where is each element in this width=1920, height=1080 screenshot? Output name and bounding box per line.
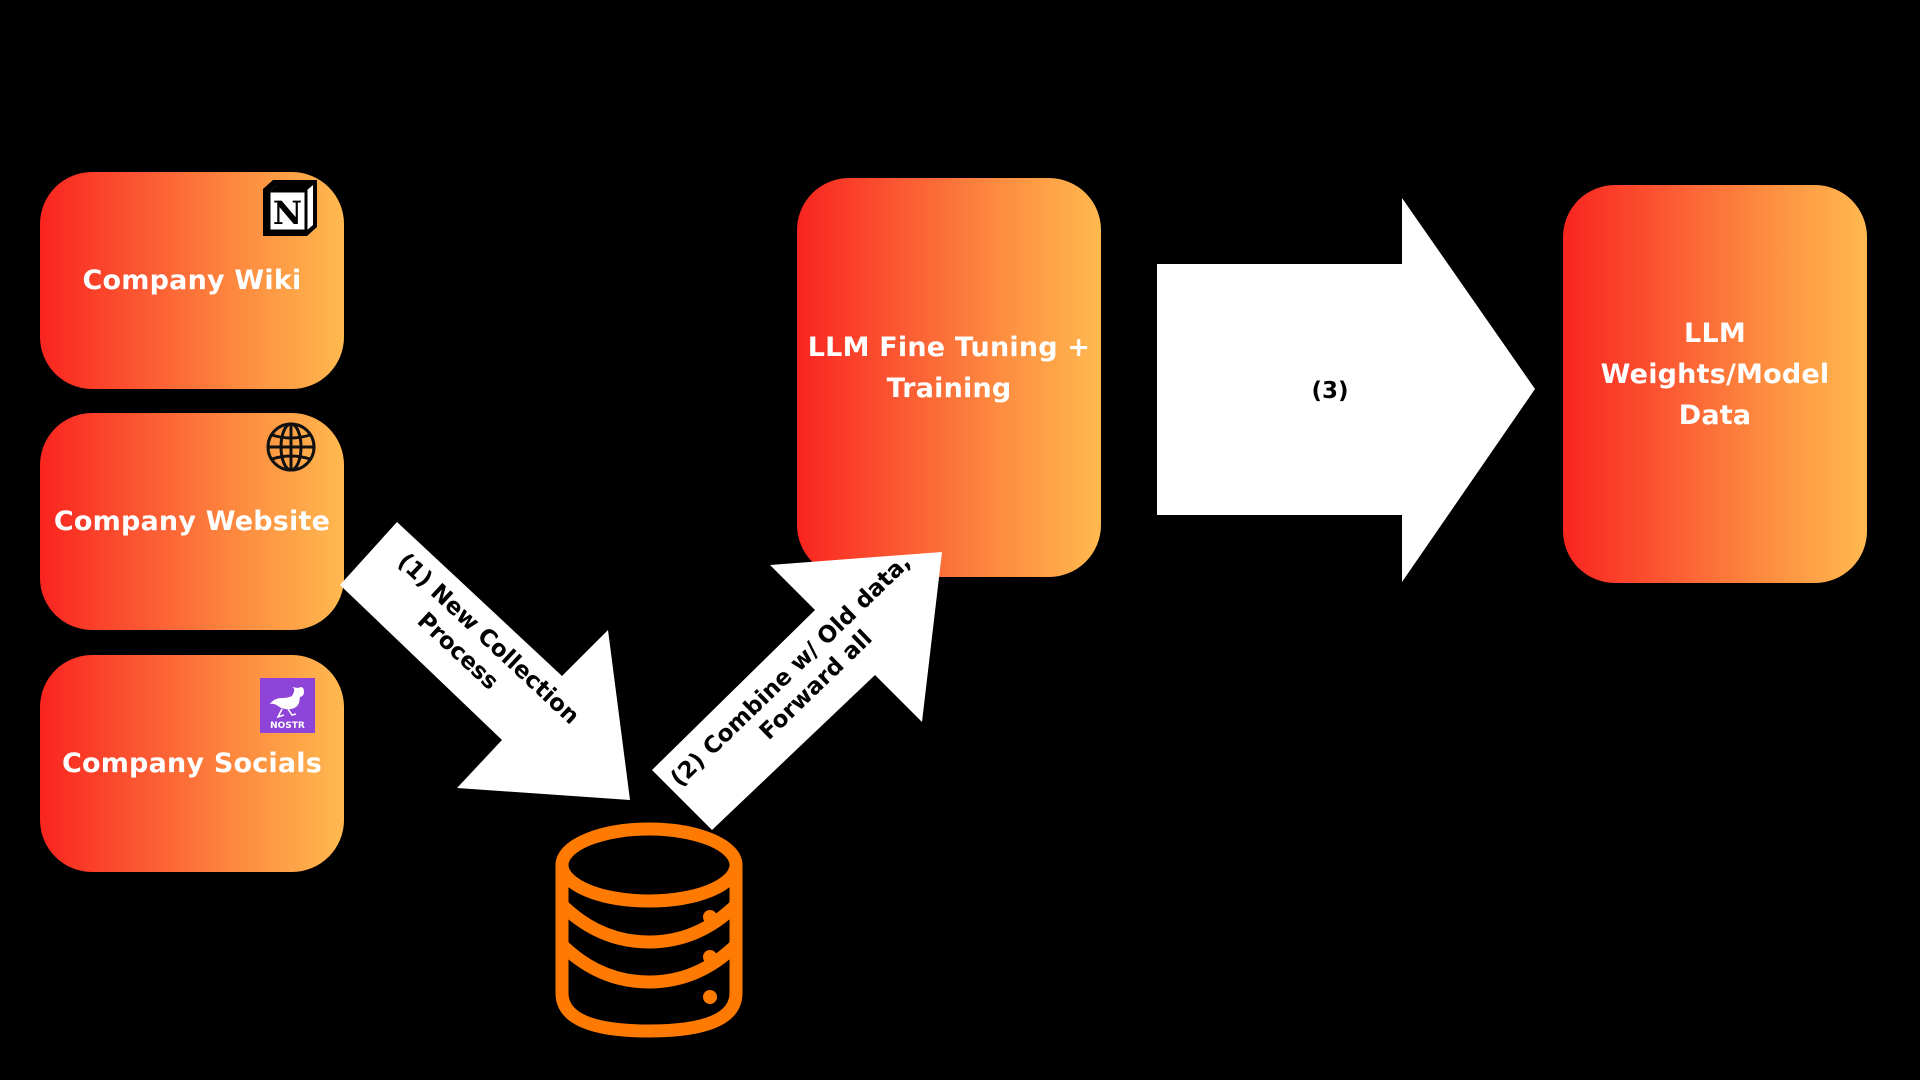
database-dot xyxy=(703,950,717,964)
llm-weights-label: LLM Weights/Model Data xyxy=(1601,313,1830,436)
llm-weights-box: LLM Weights/Model Data xyxy=(1563,185,1867,583)
company-socials-label: Company Socials xyxy=(61,748,323,779)
llm-weights-line-1: LLM xyxy=(1684,317,1746,349)
database-dot xyxy=(703,990,717,1004)
database-dot xyxy=(703,910,717,924)
company-wiki-label: Company Wiki xyxy=(82,265,302,296)
arrow-step-2: (2) Combine w/ Old data, Forward all xyxy=(652,549,942,830)
llm-fine-tuning-box: LLM Fine Tuning + Training xyxy=(797,178,1101,577)
globe-icon xyxy=(265,421,317,473)
nostr-icon-text: NOSTR xyxy=(270,721,305,731)
database-icon xyxy=(555,822,743,1038)
notion-icon: N xyxy=(259,177,321,239)
llm-weights-line-3: Data xyxy=(1678,399,1752,431)
nostr-icon: NOSTR xyxy=(260,678,315,733)
arrow-step-3-shape xyxy=(1157,198,1535,582)
llm-weights-line-2: Weights/Model xyxy=(1600,358,1830,390)
arrow-step-1: (1) New Collection Process xyxy=(340,522,630,800)
arrow-step-2-shape xyxy=(652,552,942,830)
company-socials-box: Company Socials xyxy=(40,655,344,872)
arrow-step-1-shape xyxy=(340,522,630,800)
svg-text:N: N xyxy=(273,194,302,232)
arrow-step-3: (3) xyxy=(1157,198,1535,582)
llm-fine-tuning-label: LLM Fine Tuning + Training xyxy=(807,331,1091,404)
company-website-label: Company Website xyxy=(53,506,331,537)
arrow-step-3-label: (3) xyxy=(1311,378,1348,404)
company-website-box: Company Website xyxy=(40,413,344,630)
